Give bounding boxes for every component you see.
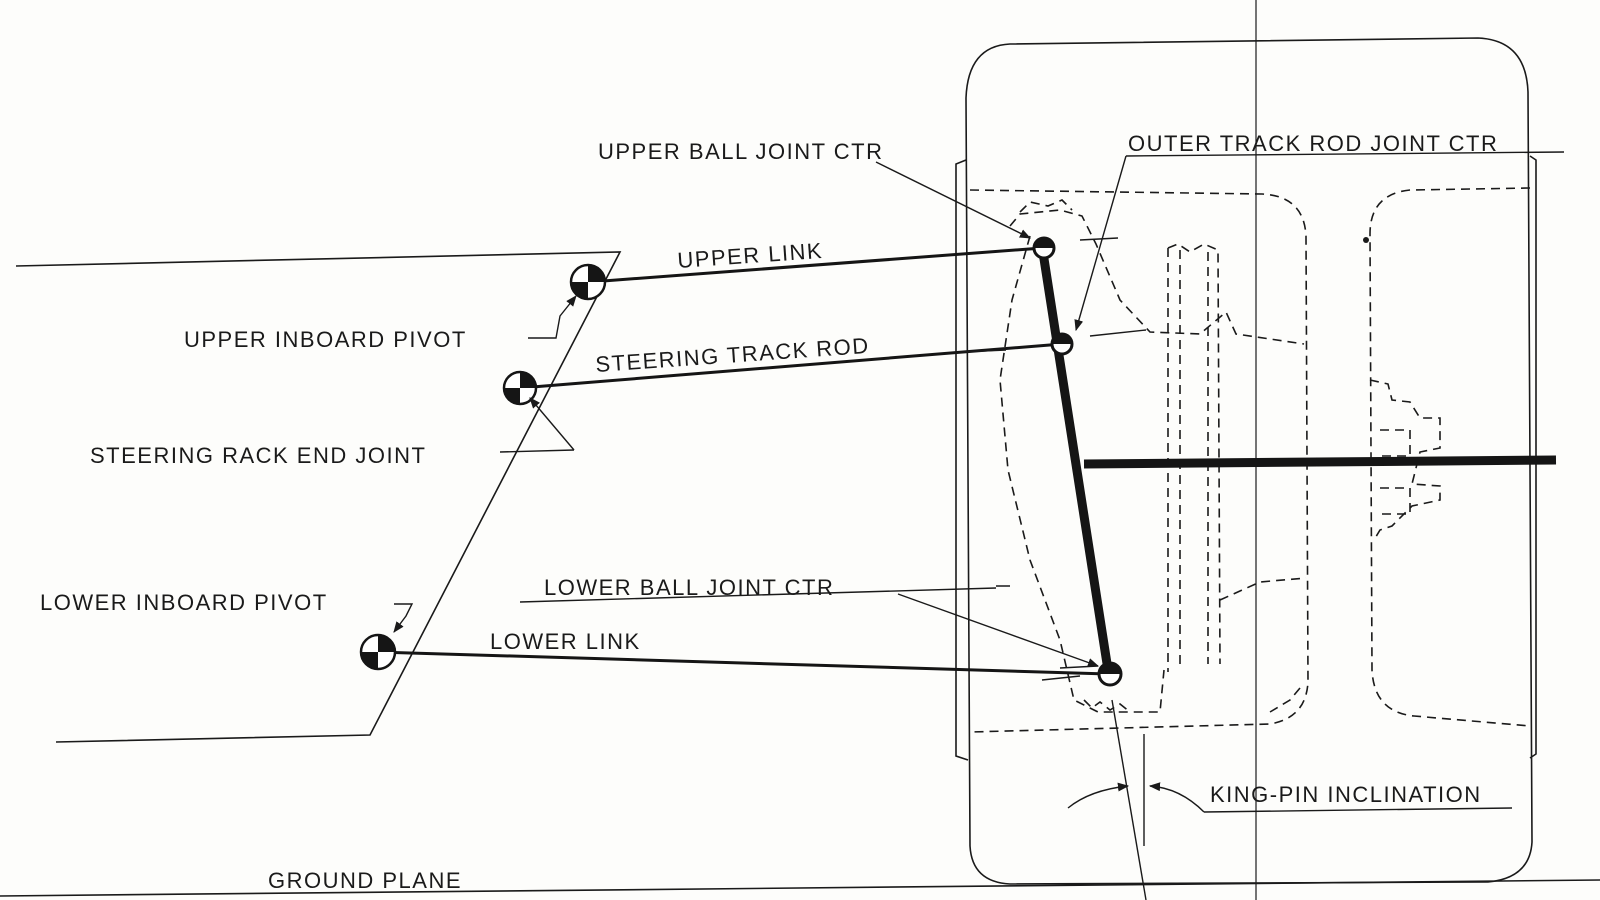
kingpin-angle-arc-left bbox=[1067, 782, 1130, 809]
label-lower-inboard-pivot: LOWER INBOARD PIVOT bbox=[40, 590, 328, 615]
upright-kingpin bbox=[1037, 241, 1113, 675]
king-pin-label-underline bbox=[1203, 807, 1513, 813]
lower-ball-joint-leader bbox=[897, 593, 1100, 667]
tyre-sidewall-left bbox=[955, 159, 969, 761]
label-upper-ball-joint-ctr: UPPER BALL JOINT CTR bbox=[598, 139, 884, 164]
label-ground-plane: GROUND PLANE bbox=[268, 868, 462, 893]
upper-link-line bbox=[589, 246, 1043, 284]
label-lower-ball-joint-ctr: LOWER BALL JOINT CTR bbox=[544, 575, 834, 600]
label-steering-rack-end-joint: STEERING RACK END JOINT bbox=[90, 443, 426, 468]
lower-inboard-pivot-leader bbox=[393, 603, 414, 633]
label-king-pin-inclination: KING-PIN INCLINATION bbox=[1210, 782, 1482, 807]
hub-mark bbox=[1363, 237, 1369, 243]
lower-link-line bbox=[377, 650, 1109, 676]
steering-rack-end-joint-symbol bbox=[502, 370, 538, 406]
upper-inboard-pivot-symbol bbox=[569, 263, 607, 301]
upper-ball-joint-leader bbox=[875, 161, 1032, 239]
kingpin-angle-arc-right bbox=[1148, 782, 1205, 813]
steering-rack-end-leader bbox=[499, 449, 575, 453]
upper-inboard-pivot-leader bbox=[528, 295, 577, 339]
outer-track-rod-arrow bbox=[1074, 155, 1127, 332]
chassis-plane bbox=[15, 251, 622, 743]
tyre-outline bbox=[965, 37, 1533, 885]
stub-axle bbox=[1083, 455, 1557, 469]
joint-tick-marks bbox=[959, 237, 1147, 681]
label-lower-link: LOWER LINK bbox=[490, 629, 641, 654]
label-upper-inboard-pivot: UPPER INBOARD PIVOT bbox=[184, 327, 467, 352]
steering-rack-end-arrow bbox=[529, 397, 575, 451]
lower-ball-joint-baseline bbox=[519, 587, 997, 603]
kingpin-axis-extension bbox=[1111, 699, 1147, 900]
label-upper-link: UPPER LINK bbox=[677, 238, 824, 273]
label-outer-track-rod-joint-ctr: OUTER TRACK ROD JOINT CTR bbox=[1128, 131, 1498, 156]
upper-ball-joint bbox=[1032, 236, 1056, 260]
lower-ball-joint bbox=[1097, 661, 1123, 687]
outer-track-rod-leader bbox=[1125, 151, 1565, 157]
lower-inboard-pivot-symbol bbox=[359, 633, 397, 671]
outer-track-rod-joint bbox=[1050, 332, 1074, 356]
